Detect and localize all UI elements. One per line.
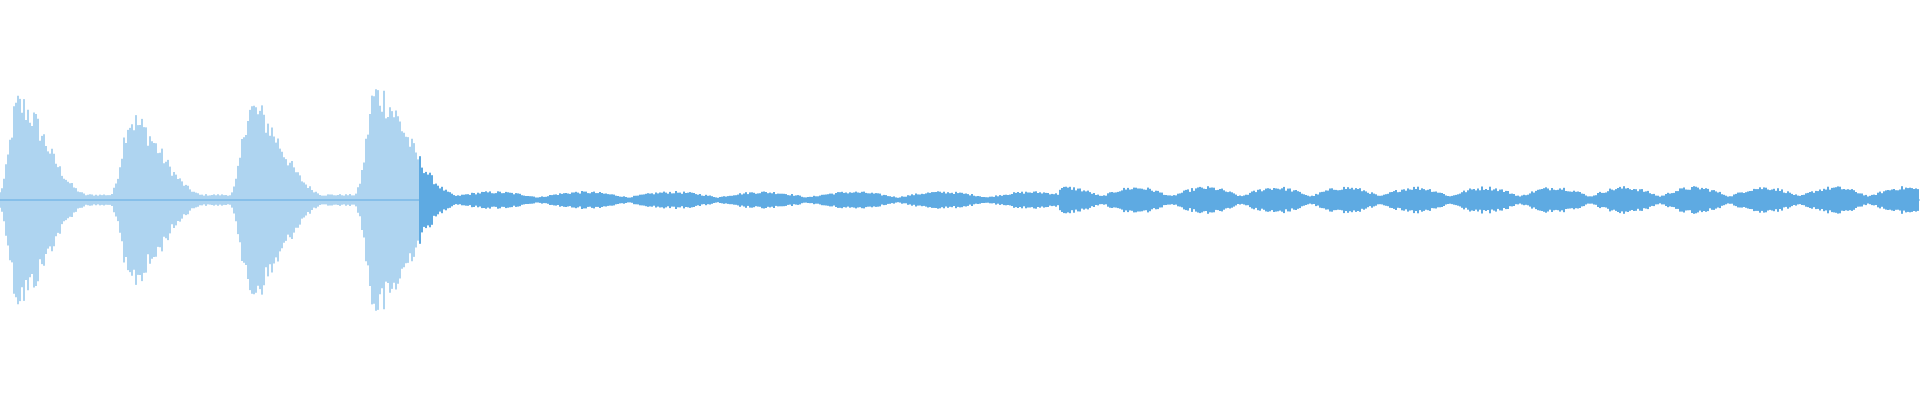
audio-waveform — [0, 89, 1920, 311]
waveform-svg — [0, 89, 1920, 311]
